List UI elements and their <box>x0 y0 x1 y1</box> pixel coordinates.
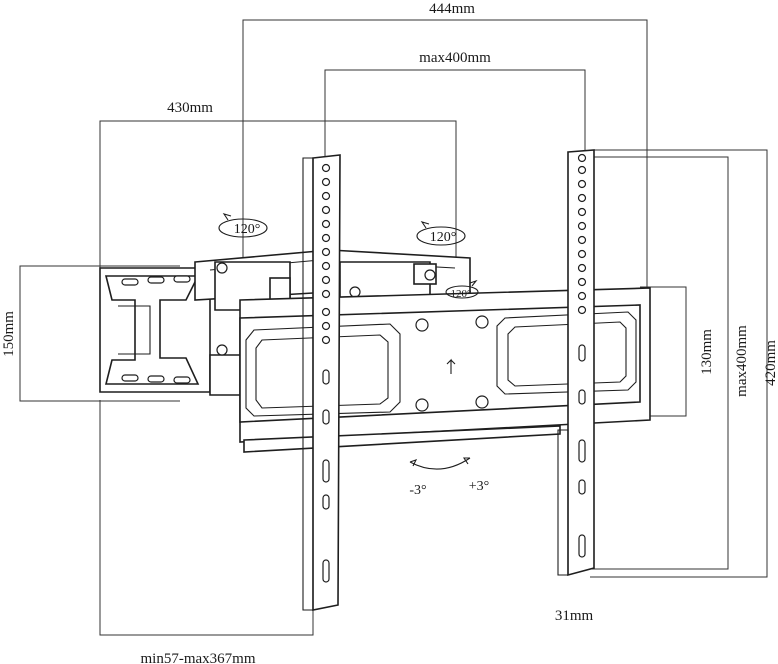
label-extension: min57-max367mm <box>141 651 256 664</box>
label-420mm: 420mm <box>763 340 778 386</box>
swivel-marks <box>218 213 479 299</box>
dim-extension-bracket <box>99 400 314 636</box>
label-vesa-vertical: max400mm <box>734 325 750 397</box>
up-arrow-icon <box>446 358 456 374</box>
tilt-arc-icon <box>409 457 471 470</box>
dim-420mm-bracket <box>590 149 768 578</box>
label-130mm: 130mm <box>699 329 715 375</box>
dim-444mm-bracket <box>242 19 648 300</box>
swivel-center-rotate-icon <box>416 221 466 246</box>
label-swivel-center: 120° <box>430 230 457 245</box>
label-430mm: 430mm <box>167 100 213 116</box>
label-swivel-left: 120° <box>234 222 261 237</box>
label-tilt-minus: -3° <box>409 483 426 498</box>
dim-max400-vertical-bracket <box>590 156 729 570</box>
dim-130mm-bracket <box>640 286 687 417</box>
label-tilt-plus: +3° <box>469 479 490 494</box>
label-150mm: 150mm <box>1 311 17 357</box>
swivel-right-rotate-icon <box>445 279 479 299</box>
swivel-arms <box>194 249 471 406</box>
label-31mm: 31mm <box>555 608 594 624</box>
wall-plate <box>99 267 211 393</box>
left-vertical-bracket <box>302 154 341 611</box>
dim-430mm-bracket <box>99 120 457 390</box>
label-444mm: 444mm <box>429 1 475 17</box>
swivel-left-rotate-icon <box>218 213 268 238</box>
label-swivel-right: 120° <box>451 288 472 300</box>
label-vesa-horizontal: max400mm <box>419 50 491 66</box>
right-vertical-bracket <box>557 149 595 577</box>
